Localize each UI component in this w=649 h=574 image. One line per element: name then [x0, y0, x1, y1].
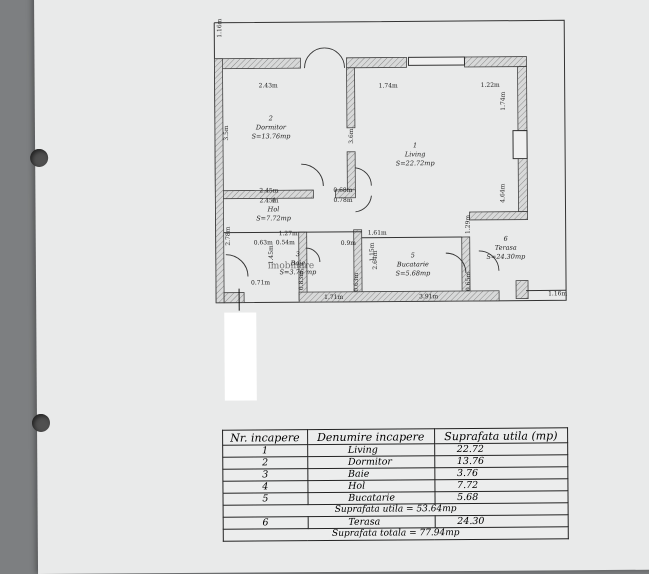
dimension-label: 1.27m	[279, 230, 298, 237]
cell-area: 22.72	[434, 443, 568, 456]
dimension-label: 1.74m	[500, 91, 507, 110]
room-number: 1	[413, 141, 417, 149]
cell-nr: 4	[223, 481, 308, 494]
dimension-label: 3.5m	[223, 125, 230, 141]
room-name: Terasa	[495, 244, 517, 252]
col-header-area: Suprafata utila (mp)	[434, 428, 568, 444]
dimension-label: 4.64m	[499, 183, 506, 202]
total-row: Suprafata totala = 77.94mp	[223, 527, 568, 541]
dimension-label: 1.22m	[481, 82, 500, 89]
dimension-label: 1.16m	[216, 18, 223, 37]
cell-nr: 5	[223, 493, 308, 506]
room-area: S=24.30mp	[486, 253, 526, 261]
room-area: S=13.76mp	[252, 132, 292, 140]
room-name: Living	[404, 150, 426, 158]
cell-area: 5.68	[435, 491, 569, 504]
dimension-label: 0.54m	[276, 239, 295, 246]
dimension-label: 0.63m	[353, 272, 360, 291]
dimension-label: 2.43m	[259, 82, 278, 89]
watermark: imobiliare	[268, 261, 314, 271]
dimension-label: 0.68m	[333, 187, 352, 194]
cell-area: 7.72	[434, 479, 568, 492]
dimension-label: 1.71m	[324, 294, 343, 301]
cell-name: Hol	[308, 480, 435, 493]
floor-plan: 2DormitorS=13.76mp1LivingS=22.72mp4HolS=…	[34, 0, 649, 434]
cell-name: Terasa	[308, 516, 435, 529]
room-number: 2	[268, 114, 273, 122]
room-number: 3	[296, 250, 300, 258]
dimension-label: 1.16m	[548, 290, 567, 297]
dimension-label: 1.74m	[379, 82, 398, 89]
dimension-label: 0.65m	[465, 272, 472, 291]
dimension-label: 2.45m	[259, 197, 278, 204]
cell-name: Living	[307, 444, 434, 457]
entrance-blank	[224, 312, 257, 400]
dimension-label: 3.6m	[348, 128, 355, 144]
cell-nr: 1	[223, 445, 308, 458]
room-area: S=7.72mp	[256, 214, 292, 222]
dimension-label: 1.61m	[368, 230, 387, 237]
room-number: 5	[411, 251, 415, 259]
cell-nr: 2	[223, 457, 308, 470]
dimension-label: 0.78m	[333, 197, 352, 204]
dimension-label: 0.9m	[341, 240, 357, 247]
room-name: Hol	[267, 205, 280, 213]
col-header-nr: Nr. incapere	[223, 430, 308, 446]
cell-area: 13.76	[434, 455, 568, 468]
col-header-name: Denumire incapere	[307, 429, 434, 445]
dimension-label: 2.78m	[225, 226, 232, 245]
dimension-label: 1.29m	[465, 215, 472, 234]
cell-area: 3.76	[434, 467, 568, 480]
room-name: Bucatarie	[396, 260, 429, 268]
room-area: S=22.72mp	[396, 159, 436, 167]
cell-area: 24.30	[435, 515, 569, 528]
dimension-label: 0.83m	[298, 271, 305, 290]
cell-nr: 6	[223, 517, 308, 530]
cell-name: Baie	[307, 468, 434, 481]
rooms-table: Nr. incapere Denumire incapere Suprafata…	[222, 427, 569, 541]
room-number: 6	[504, 235, 508, 243]
cell-name: Dormitor	[307, 456, 434, 469]
room-area: S=5.68mp	[396, 269, 432, 277]
dimension-label: 0.71m	[251, 279, 270, 286]
dimension-label: 3.91m	[419, 293, 438, 300]
dimension-label: 2.64m	[372, 250, 379, 269]
cell-name: Bucatarie	[308, 492, 435, 505]
room-name: Dormitor	[255, 123, 287, 131]
cell-nr: 3	[223, 469, 308, 482]
dimension-label: 2.45m	[259, 187, 278, 194]
total-text: Suprafata totala = 77.94mp	[223, 527, 568, 541]
